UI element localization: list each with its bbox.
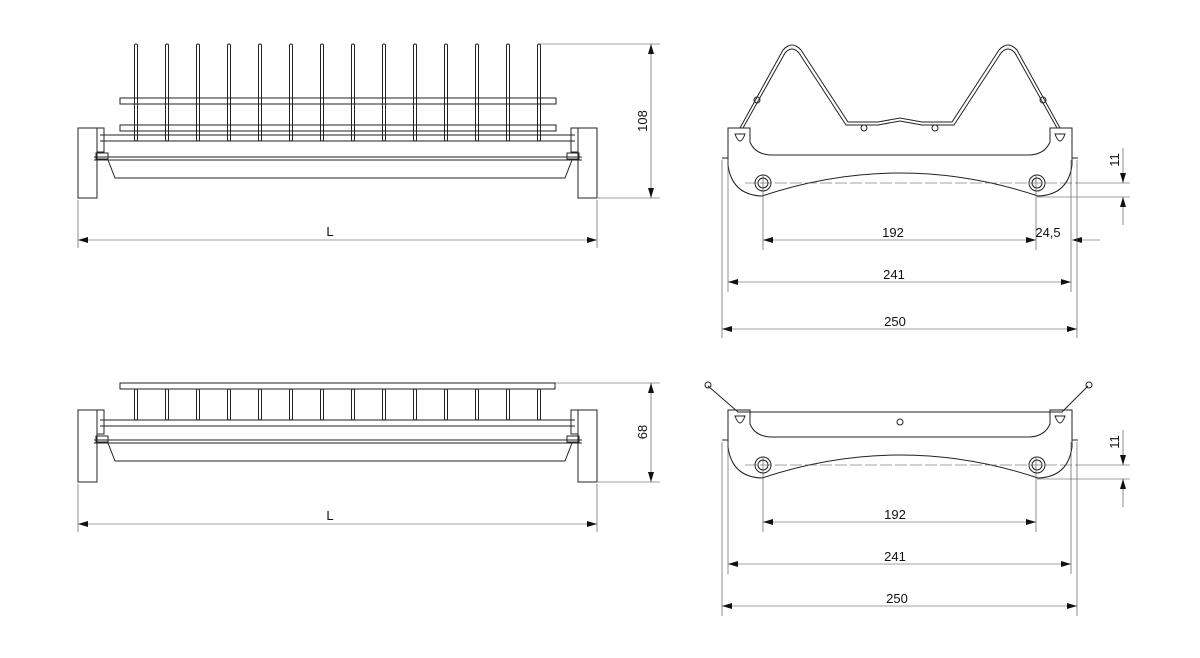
- right-end-bracket: [577, 127, 598, 199]
- front-view-low-rack: 68 L: [77, 382, 660, 532]
- dimension-11: 11: [1107, 435, 1122, 449]
- rod: [382, 43, 386, 142]
- side-view-tall-rack: 11 192 24,5 241 250: [721, 44, 1130, 338]
- dimension-250: 250: [886, 591, 908, 606]
- rod: [320, 388, 324, 421]
- rod: [444, 388, 448, 421]
- rod: [506, 43, 510, 142]
- rod: [134, 388, 138, 421]
- rod: [289, 388, 293, 421]
- dimension-length-l: L: [326, 508, 333, 523]
- rod: [537, 43, 541, 142]
- left-end-bracket: [77, 127, 98, 199]
- wire-frame: [707, 385, 1089, 413]
- wire-frame: [739, 44, 1061, 129]
- dimension-192: 192: [882, 225, 904, 240]
- rod: [227, 388, 231, 421]
- drip-tray: [107, 159, 573, 179]
- dimension-length-l: L: [326, 224, 333, 239]
- rod: [227, 43, 231, 142]
- dimension-height-108: 108: [635, 110, 650, 132]
- plate-rods: [134, 43, 541, 142]
- dimension-250: 250: [884, 314, 906, 329]
- rod: [413, 388, 417, 421]
- rod: [351, 388, 355, 421]
- dimension-height-68: 68: [635, 425, 650, 439]
- rod: [320, 43, 324, 142]
- rod: [165, 43, 169, 142]
- rod: [134, 43, 138, 142]
- rod: [475, 388, 479, 421]
- front-view-tall-rack: 108 L: [77, 43, 660, 248]
- rod: [382, 388, 386, 421]
- dimension-11: 11: [1107, 153, 1122, 167]
- low-rods: [134, 388, 541, 421]
- top-rail: [119, 382, 556, 390]
- rod: [258, 43, 262, 142]
- dimension-241: 241: [883, 267, 905, 282]
- dimension-192: 192: [884, 507, 906, 522]
- rod: [413, 43, 417, 142]
- rod: [537, 388, 541, 421]
- side-view-low-rack: 11 192 241 250: [704, 381, 1130, 616]
- rod: [196, 43, 200, 142]
- rod: [506, 388, 510, 421]
- rod: [444, 43, 448, 142]
- dimension-24-5: 24,5: [1035, 225, 1060, 240]
- rod: [351, 43, 355, 142]
- rod: [258, 388, 262, 421]
- rod: [196, 388, 200, 421]
- rod: [289, 43, 293, 142]
- rod: [475, 43, 479, 142]
- dimension-241: 241: [884, 549, 906, 564]
- rod: [165, 388, 169, 421]
